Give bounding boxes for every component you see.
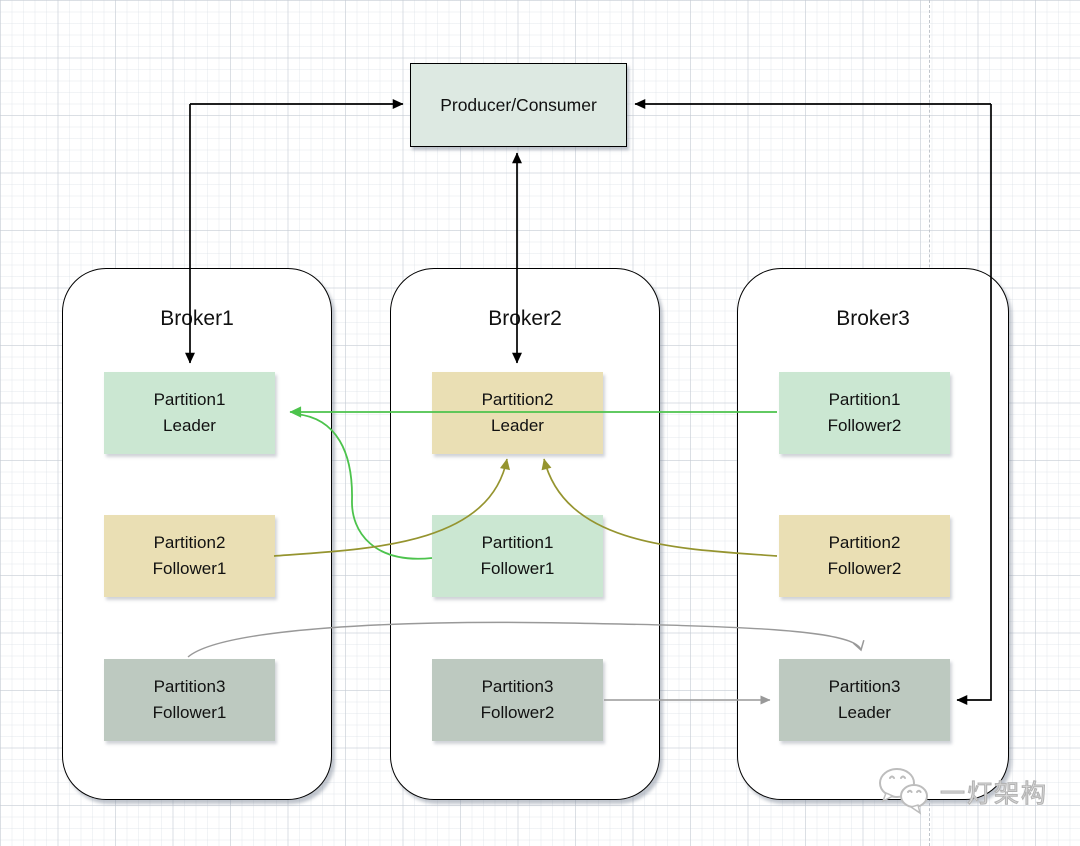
broker2-partition3-follower2-node: Partition3 Follower2 [432,659,603,741]
broker3-title: Broker3 [836,307,910,330]
broker2-partition1-follower1-node: Partition1 Follower1 [432,515,603,597]
wechat-icon [879,768,928,815]
partition-label-line2: Follower2 [827,559,902,578]
broker2-partition2-leader-node: Partition2 Leader [432,372,603,454]
partition-label-line1: Partition3 [153,677,226,696]
partition-label-line2: Follower2 [480,703,555,722]
partition-label-line1: Partition2 [481,390,554,409]
partition-label-line1: Partition3 [828,677,901,696]
partition-label-line1: Partition3 [481,677,554,696]
broker2-container: Broker2 Partition2 Leader Partition1 Fol… [390,268,660,800]
broker3-container: Broker3 Partition1 Follower2 Partition2 … [737,268,1009,800]
broker3-partition2-follower2-node: Partition2 Follower2 [779,515,950,597]
partition-label-line2: Follower2 [827,416,902,435]
partition-label-line2: Follower1 [152,559,227,578]
broker1-partition1-leader-node: Partition1 Leader [104,372,275,454]
partition-label-line2: Leader [491,416,544,435]
broker1-container: Broker1 Partition1 Leader Partition2 Fol… [62,268,332,800]
partition-label-line2: Follower1 [152,703,227,722]
partition-label-line2: Leader [838,703,891,722]
partition-label-line1: Partition2 [153,533,226,552]
broker3-partition3-leader-node: Partition3 Leader [779,659,950,741]
broker3-partition1-follower2-node: Partition1 Follower2 [779,372,950,454]
partition-label-line1: Partition1 [828,390,901,409]
broker1-partition3-follower1-node: Partition3 Follower1 [104,659,275,741]
partition-label-line2: Follower1 [480,559,555,578]
partition-label-line1: Partition2 [828,533,901,552]
watermark-text: 一灯架构 [939,778,1049,808]
partition-label-line2: Leader [163,416,216,435]
partition-label-line1: Partition1 [153,390,226,409]
broker1-title: Broker1 [160,307,234,330]
broker1-partition2-follower1-node: Partition2 Follower1 [104,515,275,597]
broker2-title: Broker2 [488,307,562,330]
producer-consumer-node: Producer/Consumer [410,63,627,147]
partition-label-line1: Partition1 [481,533,554,552]
producer-consumer-label: Producer/Consumer [440,94,597,115]
watermark: 一灯架构 [876,766,1048,818]
